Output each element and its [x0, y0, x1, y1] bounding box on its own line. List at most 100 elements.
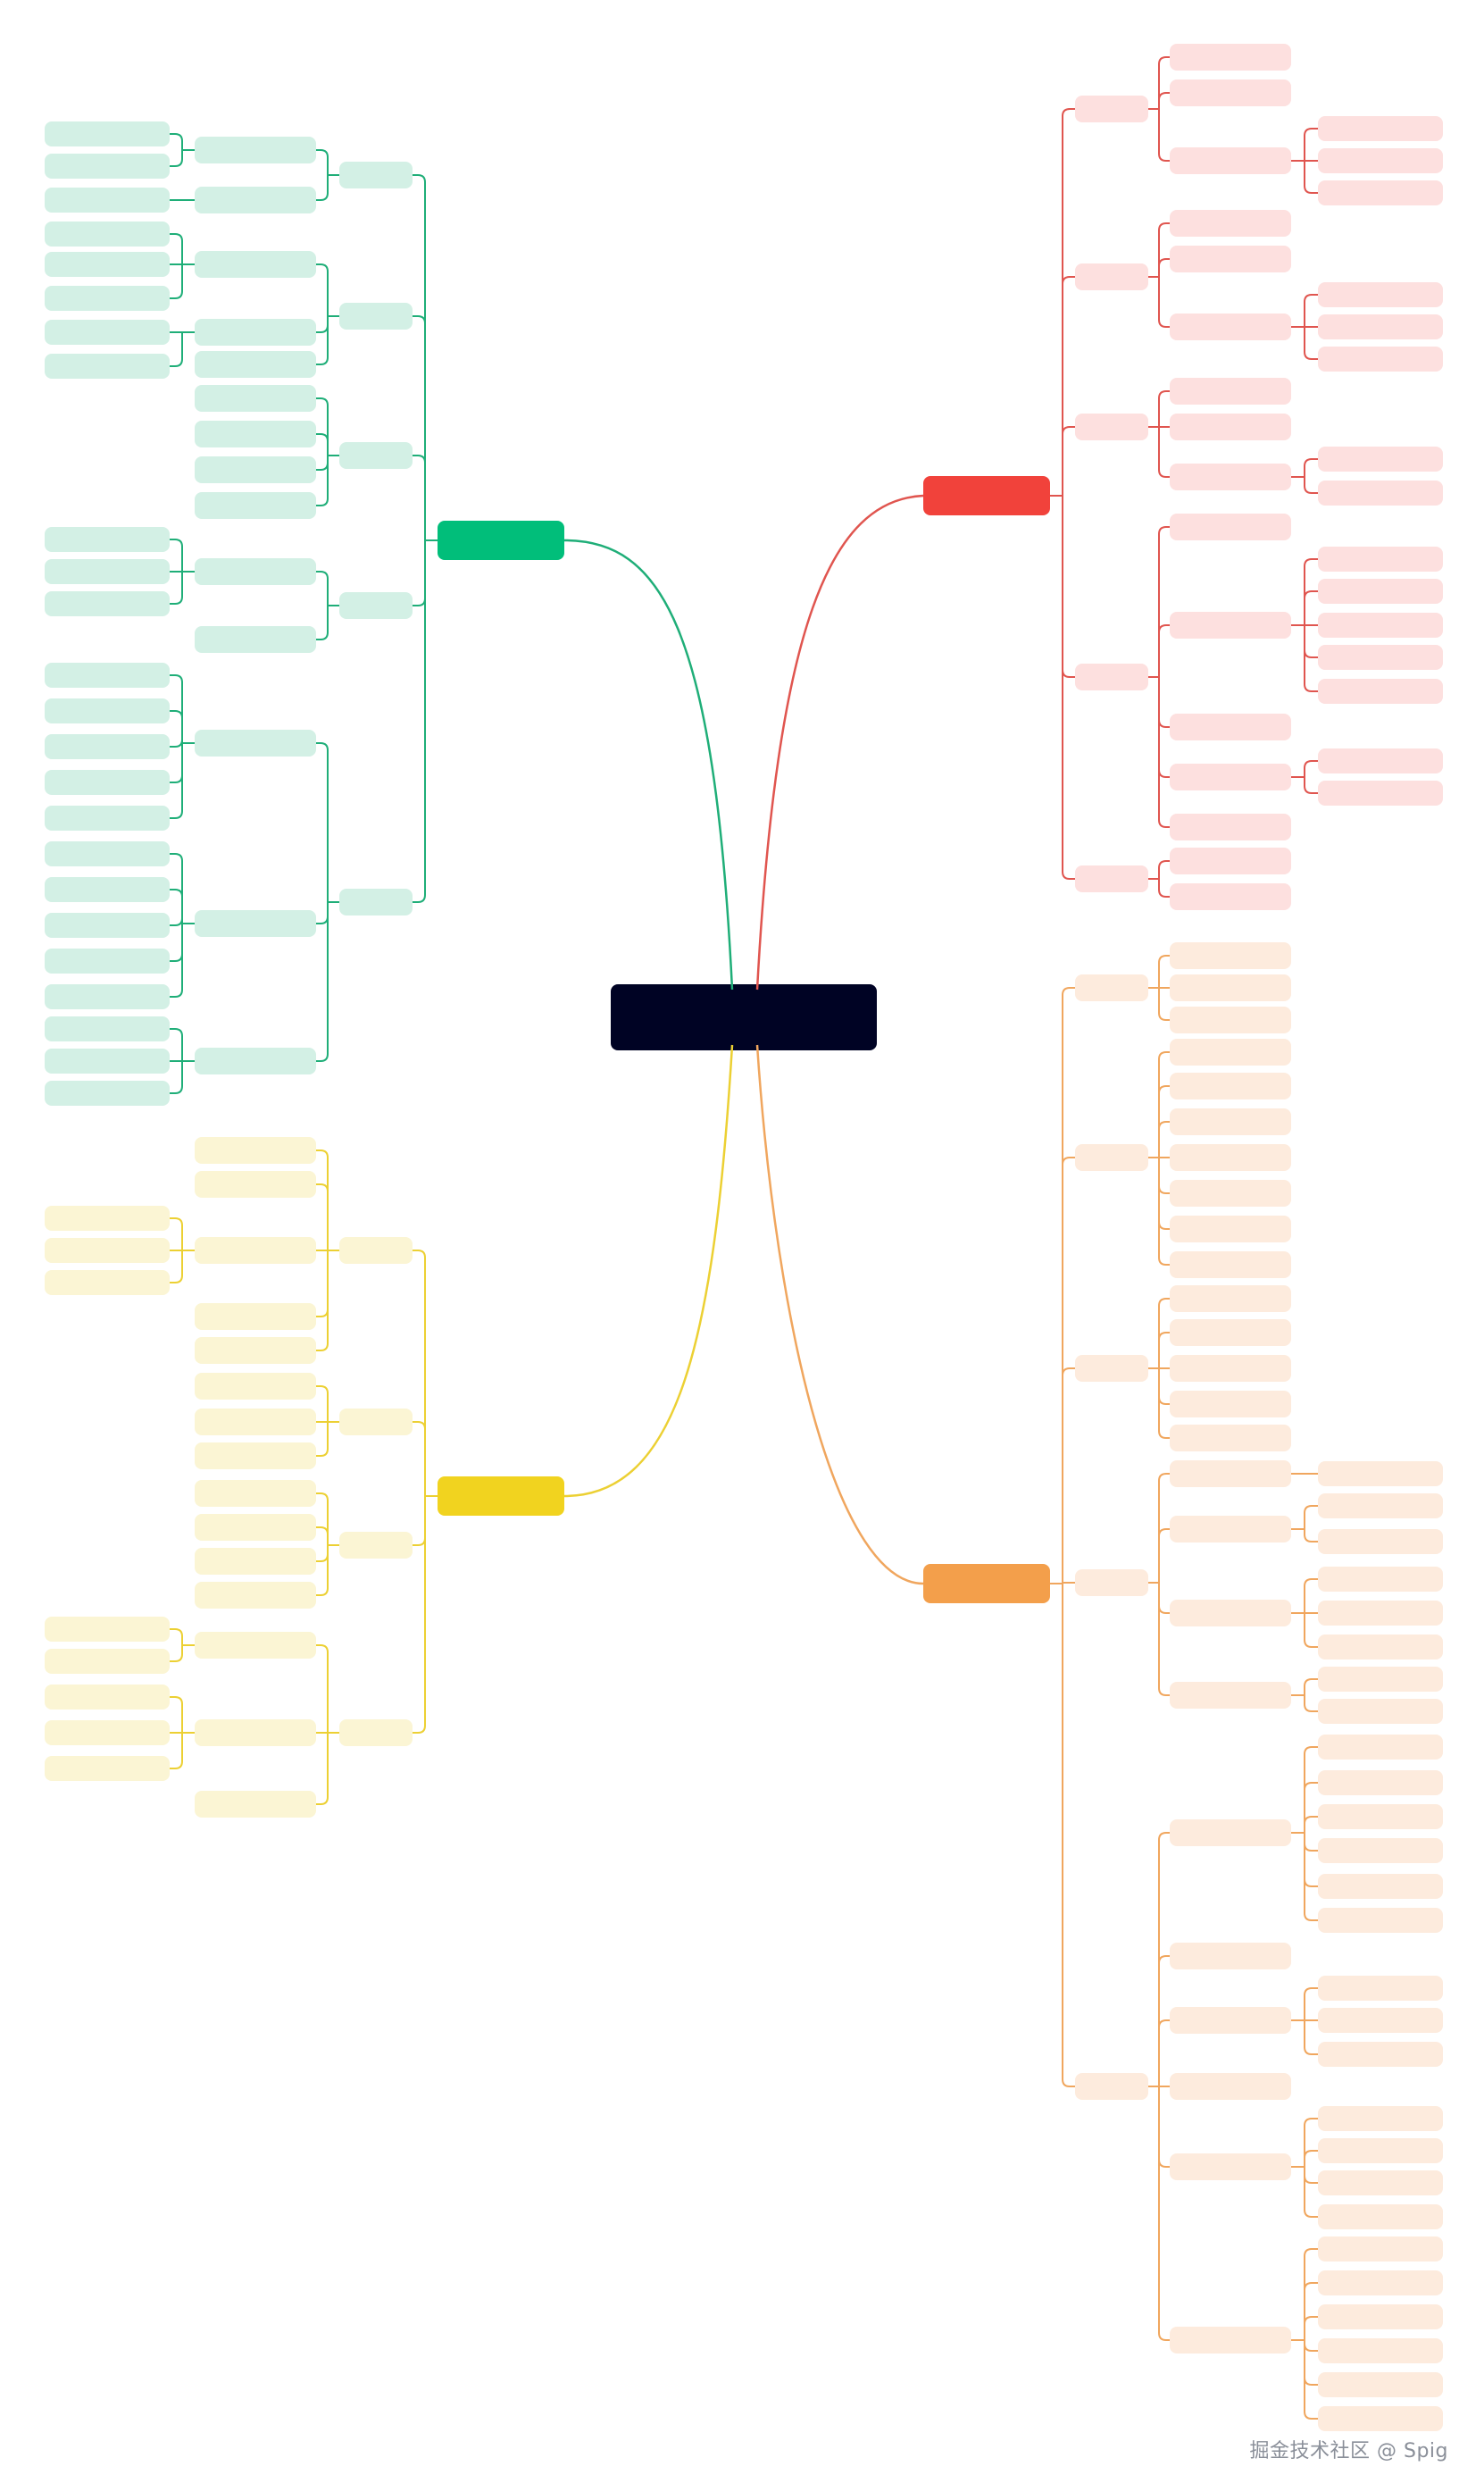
orange-l4-node-3-1-0[interactable] [1318, 1493, 1443, 1518]
orange-l4-node-4-4-3[interactable] [1318, 2204, 1443, 2229]
red-l3-node-3-3[interactable] [1170, 764, 1291, 790]
orange-l4-node-4-5-3[interactable] [1318, 2338, 1443, 2363]
yellow-l3-node-2-2[interactable] [195, 1548, 316, 1575]
green-l3-node-4-0[interactable] [195, 730, 316, 757]
orange-l3-node-3-0[interactable] [1170, 1460, 1291, 1487]
orange-l3-node-0-2[interactable] [1170, 1007, 1291, 1033]
orange-l4-node-3-1-1[interactable] [1318, 1529, 1443, 1554]
branch-node-orange[interactable] [923, 1564, 1050, 1603]
yellow-l2-node-1[interactable] [339, 1409, 413, 1435]
red-l4-node-3-3-1[interactable] [1318, 781, 1443, 806]
orange-l4-node-4-0-1[interactable] [1318, 1770, 1443, 1795]
orange-l4-node-4-4-1[interactable] [1318, 2138, 1443, 2163]
green-l3-node-0-1[interactable] [195, 187, 316, 213]
root-node[interactable] [611, 984, 877, 1050]
green-l4-node-4-0-0[interactable] [45, 663, 170, 688]
yellow-l3-node-0-3[interactable] [195, 1303, 316, 1330]
orange-l3-node-1-1[interactable] [1170, 1073, 1291, 1099]
yellow-l3-node-2-3[interactable] [195, 1582, 316, 1609]
red-l4-node-3-1-4[interactable] [1318, 679, 1443, 704]
red-l3-node-4-1[interactable] [1170, 883, 1291, 910]
orange-l3-node-2-4[interactable] [1170, 1425, 1291, 1451]
orange-l3-node-1-3[interactable] [1170, 1144, 1291, 1171]
orange-l4-node-3-2-0[interactable] [1318, 1567, 1443, 1592]
yellow-l4-node-0-2-2[interactable] [45, 1270, 170, 1295]
green-l2-node-4[interactable] [339, 889, 413, 915]
green-l2-node-2[interactable] [339, 442, 413, 469]
yellow-l4-node-3-0-1[interactable] [45, 1649, 170, 1674]
green-l4-node-4-1-3[interactable] [45, 949, 170, 974]
orange-l4-node-4-2-1[interactable] [1318, 2008, 1443, 2033]
orange-l3-node-4-5[interactable] [1170, 2327, 1291, 2353]
green-l3-node-2-0[interactable] [195, 385, 316, 412]
green-l4-node-1-0-1[interactable] [45, 252, 170, 277]
green-l3-node-2-2[interactable] [195, 456, 316, 483]
yellow-l2-node-2[interactable] [339, 1532, 413, 1559]
orange-l2-node-3[interactable] [1075, 1569, 1148, 1596]
yellow-l2-node-3[interactable] [339, 1719, 413, 1746]
red-l4-node-3-1-3[interactable] [1318, 645, 1443, 670]
green-l2-node-0[interactable] [339, 162, 413, 188]
green-l4-node-0-1-0[interactable] [45, 188, 170, 213]
yellow-l4-node-3-1-1[interactable] [45, 1720, 170, 1745]
green-l4-node-3-0-1[interactable] [45, 559, 170, 584]
orange-l4-node-4-2-2[interactable] [1318, 2042, 1443, 2067]
orange-l4-node-4-0-0[interactable] [1318, 1735, 1443, 1760]
green-l3-node-2-3[interactable] [195, 492, 316, 519]
orange-l3-node-1-4[interactable] [1170, 1180, 1291, 1207]
orange-l4-node-4-5-0[interactable] [1318, 2236, 1443, 2261]
orange-l4-node-4-4-0[interactable] [1318, 2106, 1443, 2131]
orange-l4-node-4-0-2[interactable] [1318, 1804, 1443, 1829]
red-l3-node-1-2[interactable] [1170, 314, 1291, 340]
green-l3-node-1-2[interactable] [195, 351, 316, 378]
green-l4-node-4-2-2[interactable] [45, 1081, 170, 1106]
orange-l3-node-2-0[interactable] [1170, 1285, 1291, 1312]
red-l3-node-0-1[interactable] [1170, 79, 1291, 106]
orange-l3-node-3-1[interactable] [1170, 1516, 1291, 1542]
green-l4-node-4-0-3[interactable] [45, 770, 170, 795]
red-l3-node-3-0[interactable] [1170, 514, 1291, 540]
orange-l3-node-2-1[interactable] [1170, 1319, 1291, 1346]
red-l3-node-2-0[interactable] [1170, 378, 1291, 405]
red-l4-node-0-2-1[interactable] [1318, 148, 1443, 173]
orange-l3-node-4-1[interactable] [1170, 1943, 1291, 1969]
orange-l3-node-4-3[interactable] [1170, 2073, 1291, 2100]
yellow-l3-node-2-1[interactable] [195, 1514, 316, 1541]
green-l4-node-1-0-2[interactable] [45, 286, 170, 311]
red-l3-node-1-1[interactable] [1170, 246, 1291, 272]
red-l3-node-3-4[interactable] [1170, 814, 1291, 840]
green-l3-node-3-0[interactable] [195, 558, 316, 585]
yellow-l2-node-0[interactable] [339, 1237, 413, 1264]
orange-l4-node-4-5-5[interactable] [1318, 2406, 1443, 2431]
orange-l3-node-3-3[interactable] [1170, 1682, 1291, 1709]
orange-l4-node-3-3-1[interactable] [1318, 1699, 1443, 1724]
red-l4-node-2-2-1[interactable] [1318, 481, 1443, 506]
red-l4-node-3-3-0[interactable] [1318, 748, 1443, 773]
orange-l3-node-4-2[interactable] [1170, 2007, 1291, 2034]
green-l4-node-4-0-4[interactable] [45, 806, 170, 831]
yellow-l3-node-1-0[interactable] [195, 1373, 316, 1400]
green-l4-node-3-0-2[interactable] [45, 591, 170, 616]
orange-l2-node-1[interactable] [1075, 1144, 1148, 1171]
red-l4-node-2-2-0[interactable] [1318, 447, 1443, 472]
yellow-l3-node-1-2[interactable] [195, 1442, 316, 1469]
yellow-l4-node-0-2-1[interactable] [45, 1238, 170, 1263]
orange-l3-node-1-0[interactable] [1170, 1039, 1291, 1066]
yellow-l3-node-0-2[interactable] [195, 1237, 316, 1264]
red-l4-node-1-2-1[interactable] [1318, 314, 1443, 339]
yellow-l3-node-1-1[interactable] [195, 1409, 316, 1435]
green-l3-node-1-1[interactable] [195, 319, 316, 346]
green-l3-node-2-1[interactable] [195, 421, 316, 447]
green-l4-node-0-0-0[interactable] [45, 121, 170, 146]
green-l4-node-4-0-2[interactable] [45, 734, 170, 759]
green-l3-node-3-1[interactable] [195, 626, 316, 653]
red-l3-node-0-2[interactable] [1170, 147, 1291, 174]
red-l3-node-2-2[interactable] [1170, 464, 1291, 490]
orange-l4-node-4-0-4[interactable] [1318, 1874, 1443, 1899]
yellow-l3-node-3-0[interactable] [195, 1632, 316, 1659]
orange-l3-node-0-1[interactable] [1170, 974, 1291, 1001]
green-l4-node-0-0-1[interactable] [45, 154, 170, 179]
orange-l3-node-2-2[interactable] [1170, 1355, 1291, 1382]
red-l3-node-3-1[interactable] [1170, 612, 1291, 639]
orange-l4-node-4-0-5[interactable] [1318, 1908, 1443, 1933]
